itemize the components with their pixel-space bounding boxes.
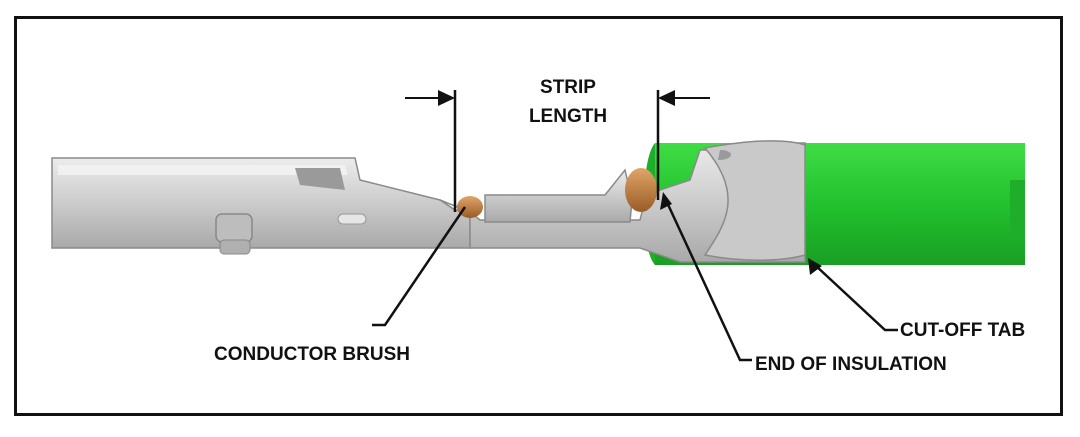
leader-lines [372,197,898,362]
end-of-insulation-arrowhead [660,192,672,210]
strip-length-dimension [405,90,710,212]
cut-off-tab-label: CUT-OFF TAB [900,320,1025,341]
conductor-brush-label: CONDUCTOR BRUSH [214,344,410,365]
cut-off-tab-arrowhead [808,258,822,275]
strip-length-label-line1: STRIP [540,77,596,98]
conductor-strands [457,168,657,218]
watermark: 知乎 @华碧实验室刘开 [735,379,993,408]
strip-length-label-line2: LENGTH [529,106,607,127]
end-of-insulation-label: END OF INSULATION [755,354,947,375]
